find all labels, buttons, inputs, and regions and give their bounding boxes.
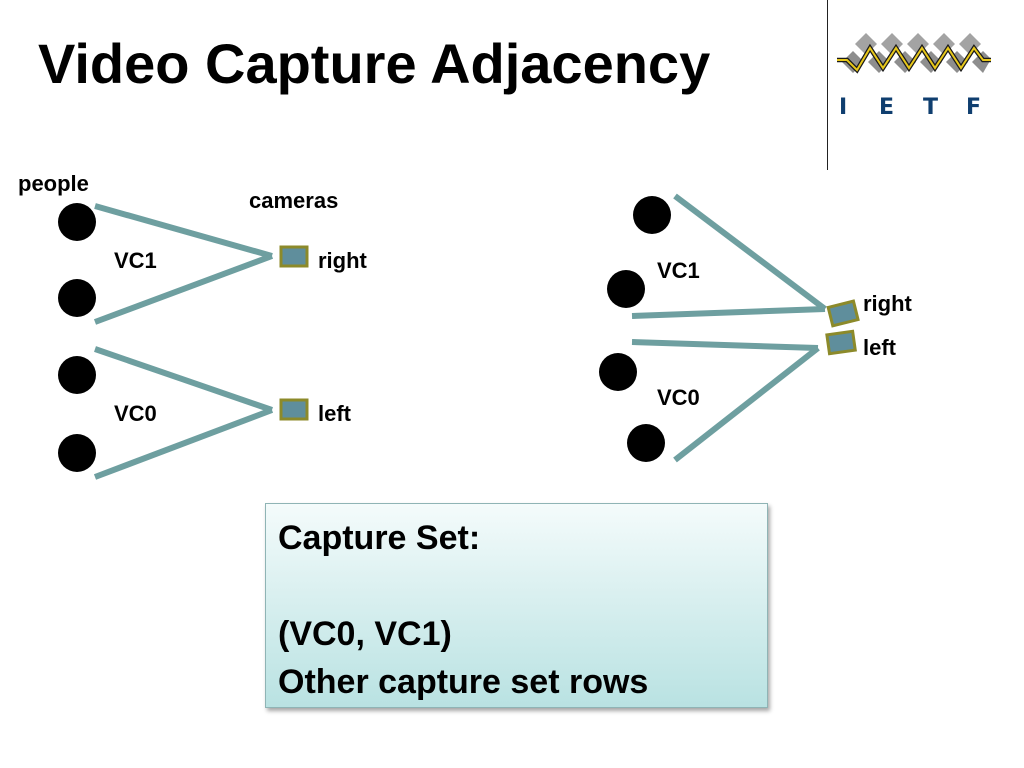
right-vc0-lower-line bbox=[673, 345, 820, 463]
logo-letter-t: T bbox=[923, 95, 938, 120]
right-vc1-lower-line bbox=[631, 306, 826, 319]
right-vc0-label: VC0 bbox=[657, 385, 700, 410]
logo-letter-f: F bbox=[966, 95, 981, 120]
right-vc1-group bbox=[607, 193, 860, 328]
right-camera-left-icon bbox=[825, 329, 857, 356]
logo-letter-e: E bbox=[879, 95, 894, 120]
right-vc0-upper-line bbox=[631, 339, 819, 351]
left-vc1-group bbox=[58, 203, 309, 325]
left-camera-right-icon bbox=[279, 245, 309, 268]
right-vc1-label: VC1 bbox=[657, 258, 700, 283]
capture-set-spacer bbox=[278, 562, 755, 610]
left-vc0-label: VC0 bbox=[114, 401, 157, 426]
cameras-label: cameras bbox=[249, 188, 338, 213]
logo-divider bbox=[827, 0, 828, 170]
right-vc1-person-top bbox=[633, 196, 671, 234]
left-vc1-person-bottom bbox=[58, 279, 96, 317]
left-vc0-upper-line bbox=[94, 346, 273, 413]
left-camera-left-label: left bbox=[318, 401, 352, 426]
people-label: people bbox=[18, 171, 89, 196]
left-vc0-person-top bbox=[58, 356, 96, 394]
logo-letter-i: I bbox=[839, 95, 847, 120]
left-vc1-person-top bbox=[58, 203, 96, 241]
capture-set-heading: Capture Set: bbox=[278, 519, 481, 557]
capture-set-row-1: (VC0, VC1) bbox=[278, 615, 452, 653]
left-camera-left-icon bbox=[279, 398, 309, 421]
left-vc0-lower-line bbox=[93, 407, 274, 480]
right-vc0-person-bottom bbox=[627, 424, 665, 462]
slide-title: Video Capture Adjacency bbox=[38, 32, 711, 95]
left-vc1-upper-line bbox=[94, 203, 273, 259]
right-camera-left-label: left bbox=[863, 335, 897, 360]
left-vc0-person-bottom bbox=[58, 434, 96, 472]
right-vc0-person-top bbox=[599, 353, 637, 391]
right-vc0-group bbox=[599, 329, 857, 463]
left-vc1-label: VC1 bbox=[114, 248, 157, 273]
right-camera-right-icon bbox=[826, 299, 860, 328]
right-vc1-upper-line bbox=[673, 193, 827, 312]
right-camera-right-label: right bbox=[863, 291, 913, 316]
capture-set-row-2: Other capture set rows bbox=[278, 663, 649, 701]
left-camera-right-label: right bbox=[318, 248, 368, 273]
left-vc0-group bbox=[58, 346, 309, 480]
right-vc1-person-bottom bbox=[607, 270, 645, 308]
ietf-logo: I E T F bbox=[837, 33, 991, 120]
capture-set-box: Capture Set: (VC0, VC1) Other capture se… bbox=[265, 503, 768, 708]
left-vc1-lower-line bbox=[93, 253, 274, 325]
